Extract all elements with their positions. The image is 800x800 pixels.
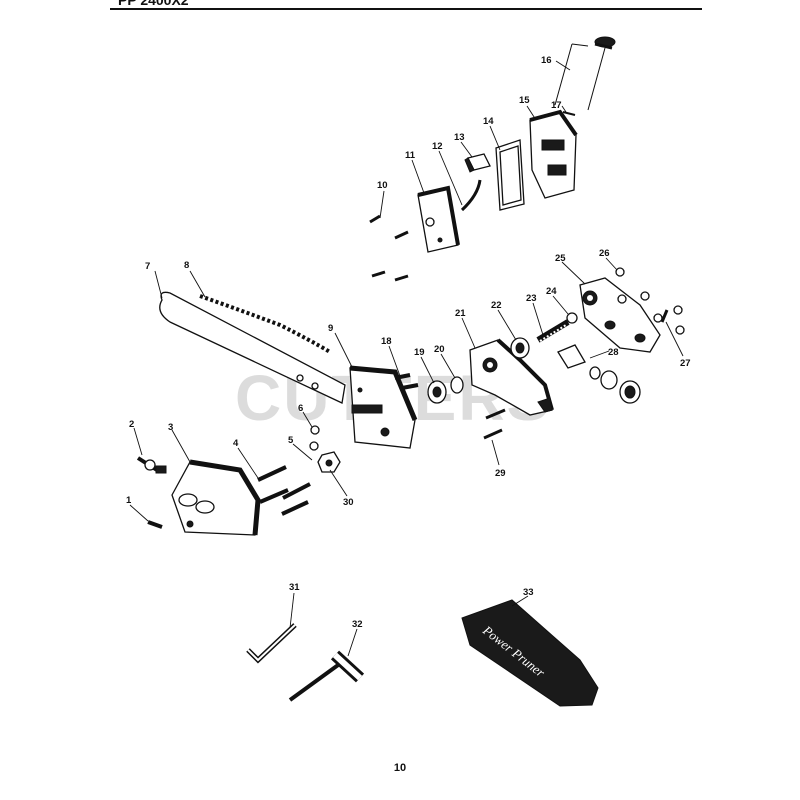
oil-tube bbox=[460, 179, 482, 212]
callout-19: 19 bbox=[414, 347, 425, 358]
callout-12: 12 bbox=[432, 141, 443, 152]
callout-32: 32 bbox=[352, 619, 363, 630]
combination-wrench bbox=[288, 650, 365, 702]
callout-10: 10 bbox=[377, 180, 388, 191]
callout-15: 15 bbox=[519, 95, 530, 106]
callout-11: 11 bbox=[405, 150, 416, 161]
bearings-28 bbox=[557, 344, 641, 404]
callout-9: 9 bbox=[328, 323, 333, 334]
pin bbox=[562, 111, 576, 116]
callout-16: 16 bbox=[541, 55, 552, 66]
oil-tank bbox=[529, 109, 578, 199]
callout-29: 29 bbox=[495, 468, 506, 479]
screws-29 bbox=[483, 408, 506, 440]
filter bbox=[464, 153, 491, 173]
callout-26: 26 bbox=[599, 248, 610, 259]
o-ring bbox=[450, 376, 464, 394]
gear-housing bbox=[469, 338, 554, 416]
bar-plate bbox=[349, 365, 418, 449]
callout-18: 18 bbox=[381, 336, 392, 347]
callout-8: 8 bbox=[184, 260, 189, 271]
callout-13: 13 bbox=[454, 132, 465, 143]
header-model-code: PP 2400X2 bbox=[118, 0, 189, 8]
callout-21: 21 bbox=[455, 308, 466, 319]
callout-33: 33 bbox=[523, 587, 534, 598]
inner-cover bbox=[417, 185, 460, 253]
callout-5: 5 bbox=[288, 435, 294, 446]
callout-20: 20 bbox=[434, 344, 445, 355]
bolts bbox=[257, 465, 311, 516]
gasket bbox=[495, 139, 525, 211]
sprocket-cover bbox=[171, 459, 261, 536]
callout-4: 4 bbox=[233, 438, 239, 449]
callout-25: 25 bbox=[555, 253, 566, 264]
callout-labels: 1 2 3 4 5 6 7 8 9 10 11 12 13 14 15 16 1… bbox=[126, 55, 691, 630]
gear-22 bbox=[510, 337, 530, 359]
screw-27 bbox=[660, 309, 669, 323]
nuts bbox=[309, 425, 341, 473]
callout-14: 14 bbox=[483, 116, 494, 127]
chain-adjuster bbox=[136, 456, 167, 474]
callout-1: 1 bbox=[126, 495, 132, 506]
callout-7: 7 bbox=[145, 261, 150, 272]
callout-6: 6 bbox=[298, 403, 303, 414]
leader-lines bbox=[129, 60, 684, 657]
header-rule bbox=[110, 8, 702, 10]
oil-cap bbox=[554, 36, 616, 111]
callout-17: 17 bbox=[551, 100, 562, 111]
saw-chain bbox=[199, 294, 332, 354]
bearing-19 bbox=[427, 380, 447, 404]
hex-key bbox=[246, 623, 297, 664]
callout-3: 3 bbox=[168, 422, 173, 433]
gear-case bbox=[579, 277, 661, 353]
callout-30: 30 bbox=[343, 497, 354, 508]
callout-22: 22 bbox=[491, 300, 502, 311]
cover-screws-10 bbox=[369, 214, 409, 282]
nuts-26 bbox=[615, 267, 685, 335]
page-number: 10 bbox=[393, 762, 407, 774]
callout-24: 24 bbox=[546, 286, 557, 297]
callout-2: 2 bbox=[129, 419, 134, 430]
drive-shaft bbox=[536, 319, 570, 343]
bolts-18 bbox=[394, 373, 419, 390]
callout-23: 23 bbox=[526, 293, 537, 304]
cover-screw bbox=[147, 520, 163, 529]
gear-24 bbox=[566, 312, 578, 324]
callout-31: 31 bbox=[289, 582, 300, 593]
callout-28: 28 bbox=[608, 347, 619, 358]
callout-27: 27 bbox=[680, 358, 691, 369]
bar-sheath: Power Pruner bbox=[461, 599, 599, 707]
